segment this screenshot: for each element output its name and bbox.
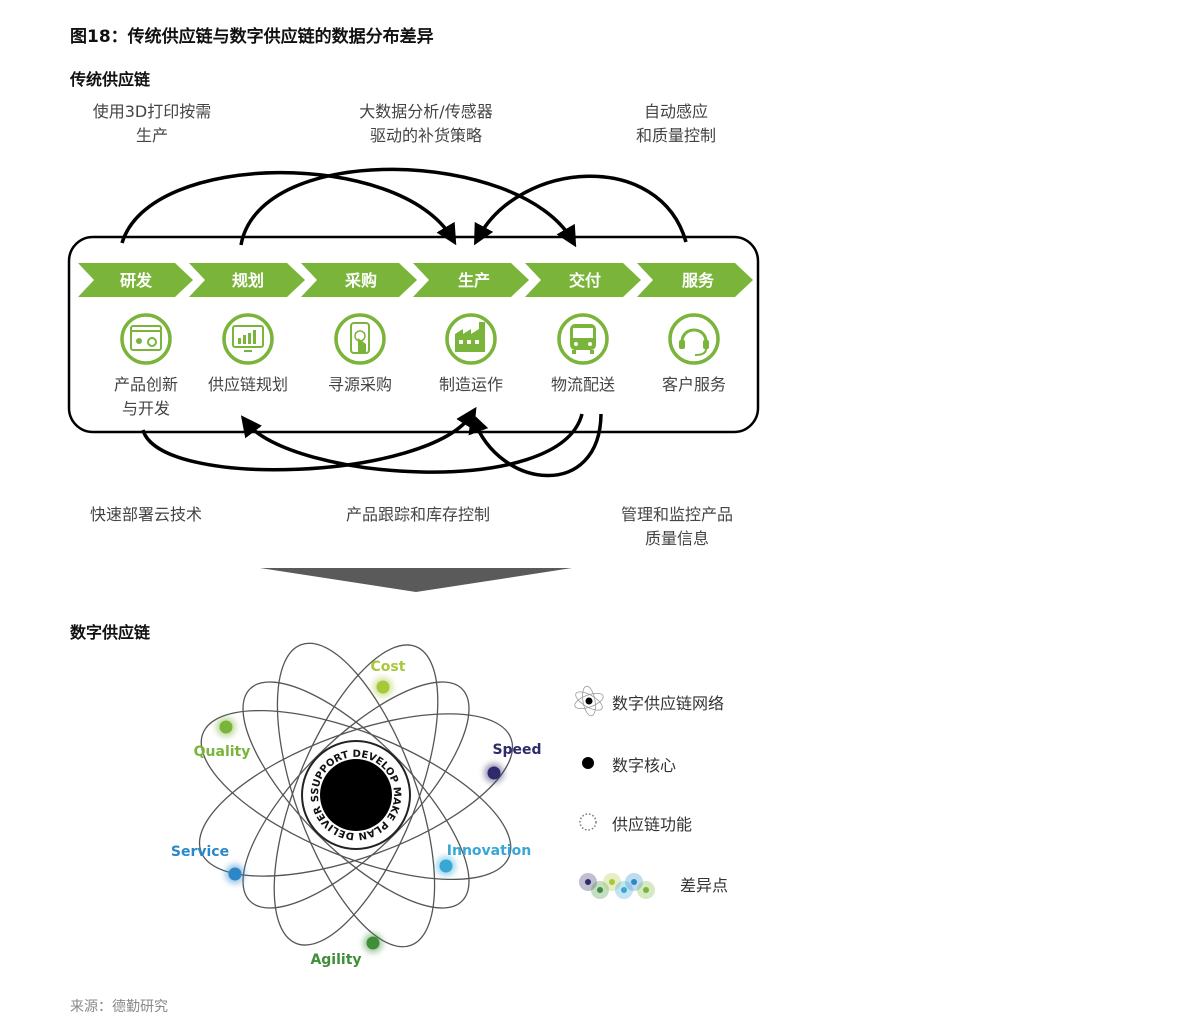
core-dot-icon bbox=[582, 757, 594, 769]
node-label-service: Service bbox=[171, 844, 229, 860]
icon-label-manufacturing: 制造运作 bbox=[438, 375, 503, 394]
digital-section-title: 数字供应链 bbox=[70, 623, 151, 642]
arc-planning-to-delivery bbox=[239, 167, 577, 248]
stage-label-service: 服务 bbox=[682, 271, 715, 290]
bar-chart-monitor-icon bbox=[222, 313, 274, 365]
node-label-innovation: Innovation bbox=[447, 843, 531, 859]
node-quality: Quality bbox=[194, 717, 251, 760]
node-label-speed: Speed bbox=[492, 742, 541, 758]
stage-chevrons: 研发 规划 采购 生产 交付 服务 bbox=[78, 263, 753, 297]
node-label-cost: Cost bbox=[371, 659, 406, 675]
arc-logistics-to-planning bbox=[240, 413, 584, 474]
legend-label-differentiators: 差异点 bbox=[680, 876, 729, 895]
stage-label-planning: 规划 bbox=[232, 271, 264, 290]
legend-label-functions: 供应链功能 bbox=[612, 815, 693, 834]
stage-chevron-sourcing bbox=[301, 263, 417, 297]
gear-screen-icon bbox=[120, 313, 172, 365]
stage-label-sourcing: 采购 bbox=[344, 271, 377, 290]
network-atom-icon bbox=[574, 685, 604, 717]
stage-chevron-delivery bbox=[525, 263, 641, 297]
node-label-agility: Agility bbox=[310, 952, 361, 968]
legend-icons bbox=[574, 685, 655, 899]
legend-label-network: 数字供应链网络 bbox=[612, 694, 725, 713]
digital-network-diagram: SUPPORT DEVELOP MAKE PLAN DELIVER SOURCE… bbox=[160, 640, 542, 968]
stage-chevron-production bbox=[413, 263, 529, 297]
node-innovation: Innovation bbox=[436, 843, 531, 876]
stage-label-rd: 研发 bbox=[120, 271, 153, 290]
transition-arrow bbox=[260, 568, 572, 592]
bottom-caption-cloud: 快速部署云技术 bbox=[90, 505, 203, 524]
node-service: Service bbox=[171, 844, 245, 884]
dotted-ring-icon bbox=[579, 813, 597, 831]
stage-label-production: 生产 bbox=[458, 271, 490, 290]
touch-phone-icon bbox=[334, 313, 386, 365]
arc-logistics-to-manufacturing bbox=[468, 412, 603, 478]
stage-chevron-rd bbox=[78, 263, 193, 297]
top-caption-3d-printing: 使用3D打印按需 生产 bbox=[92, 102, 212, 145]
factory-icon bbox=[445, 313, 497, 365]
node-agility: Agility bbox=[310, 933, 383, 968]
arc-service-to-production bbox=[474, 174, 688, 246]
icon-label-sourcing: 寻源采购 bbox=[327, 375, 392, 394]
headset-icon bbox=[668, 313, 720, 365]
source-note: 来源：德勤研究 bbox=[70, 999, 168, 1015]
arc-rd-to-manufacturing bbox=[141, 406, 477, 472]
stage-label-delivery: 交付 bbox=[569, 271, 601, 290]
figure-title: 图18：传统供应链与数字供应链的数据分布差异 bbox=[70, 27, 434, 47]
legend-label-core: 数字核心 bbox=[612, 756, 677, 775]
stage-chevron-planning bbox=[189, 263, 305, 297]
diff-dots-icon bbox=[579, 873, 655, 899]
digital-core bbox=[320, 759, 392, 831]
icon-label-logistics: 物流配送 bbox=[550, 375, 615, 394]
traditional-section-title: 传统供应链 bbox=[70, 70, 151, 89]
top-caption-big-data: 大数据分析/传感器 驱动的补货策略 bbox=[359, 102, 493, 145]
bottom-caption-tracking: 产品跟踪和库存控制 bbox=[346, 505, 491, 524]
arc-rd-to-production bbox=[120, 170, 457, 246]
bottom-caption-quality-info: 管理和监控产品 质量信息 bbox=[620, 505, 733, 548]
node-label-quality: Quality bbox=[194, 744, 251, 760]
icon-label-customer-service: 客户服务 bbox=[661, 375, 726, 394]
process-container bbox=[67, 235, 760, 434]
icon-label-supply-planning: 供应链规划 bbox=[207, 375, 288, 394]
node-cost: Cost bbox=[371, 659, 406, 697]
node-speed: Speed bbox=[484, 742, 542, 783]
traditional-flow-diagram: 研发 规划 采购 生产 交付 服务 bbox=[67, 167, 760, 592]
top-caption-auto-sensing: 自动感应 和质量控制 bbox=[635, 102, 716, 145]
stage-chevron-service bbox=[637, 263, 753, 297]
bus-icon bbox=[557, 313, 609, 365]
icon-label-product-innovation: 产品创新 与开发 bbox=[113, 375, 178, 418]
